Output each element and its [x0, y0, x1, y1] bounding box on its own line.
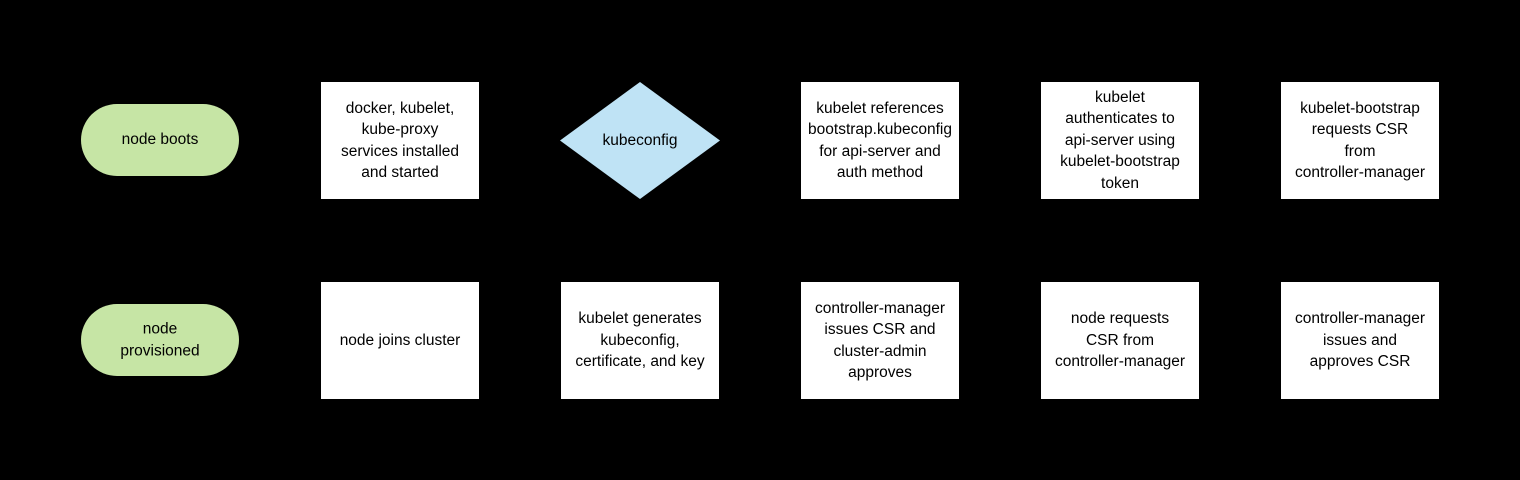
node-joins-cluster-label: node joins cluster — [339, 331, 461, 349]
controller-manager-issues-csr-label: controller-manager issues CSR and cluste… — [814, 299, 946, 382]
kubelet-bootstrap-requests-csr-box[interactable]: kubelet-bootstrap requests CSR from cont… — [1281, 82, 1439, 199]
services-installed-box[interactable]: docker, kubelet, kube-proxy services ins… — [321, 82, 479, 199]
kubelet-authenticates-label: kubelet authenticates to api-server usin… — [1060, 88, 1180, 192]
services-installed-label: docker, kubelet, kube-proxy services ins… — [340, 99, 460, 182]
kubelet-generates-kubeconfig-box[interactable]: kubelet generates kubeconfig, certificat… — [561, 282, 719, 399]
diamond-polygon — [560, 82, 720, 199]
node-boots-label: node boots — [121, 131, 199, 149]
diamond-shape-icon — [560, 82, 720, 199]
node-boots-terminator[interactable]: node boots — [81, 104, 239, 176]
kubeconfig-decision-diamond[interactable]: kubeconfig — [560, 82, 720, 199]
controller-manager-issues-approves-label: controller-manager issues and approves C… — [1294, 310, 1426, 371]
kubelet-references-bootstrap-label: kubelet references bootstrap.kubeconfig … — [808, 99, 952, 182]
node-joins-cluster-box[interactable]: node joins cluster — [321, 282, 479, 399]
controller-manager-issues-approves-box[interactable]: controller-manager issues and approves C… — [1281, 282, 1439, 399]
kubeconfig-decision-label: kubeconfig — [602, 131, 678, 149]
kubelet-authenticates-box[interactable]: kubelet authenticates to api-server usin… — [1041, 82, 1199, 199]
node-requests-csr-box[interactable]: node requests CSR from controller-manage… — [1041, 282, 1199, 399]
controller-manager-issues-csr-box[interactable]: controller-manager issues CSR and cluste… — [801, 282, 959, 399]
node-provisioned-label: node provisioned — [120, 320, 200, 360]
kubelet-references-bootstrap-box[interactable]: kubelet references bootstrap.kubeconfig … — [801, 82, 959, 199]
kubelet-bootstrap-requests-csr-label: kubelet-bootstrap requests CSR from cont… — [1294, 99, 1426, 182]
node-requests-csr-label: node requests CSR from controller-manage… — [1054, 310, 1186, 371]
kubelet-generates-kubeconfig-label: kubelet generates kubeconfig, certificat… — [575, 310, 705, 371]
node-provisioned-terminator[interactable]: node provisioned — [81, 304, 239, 376]
